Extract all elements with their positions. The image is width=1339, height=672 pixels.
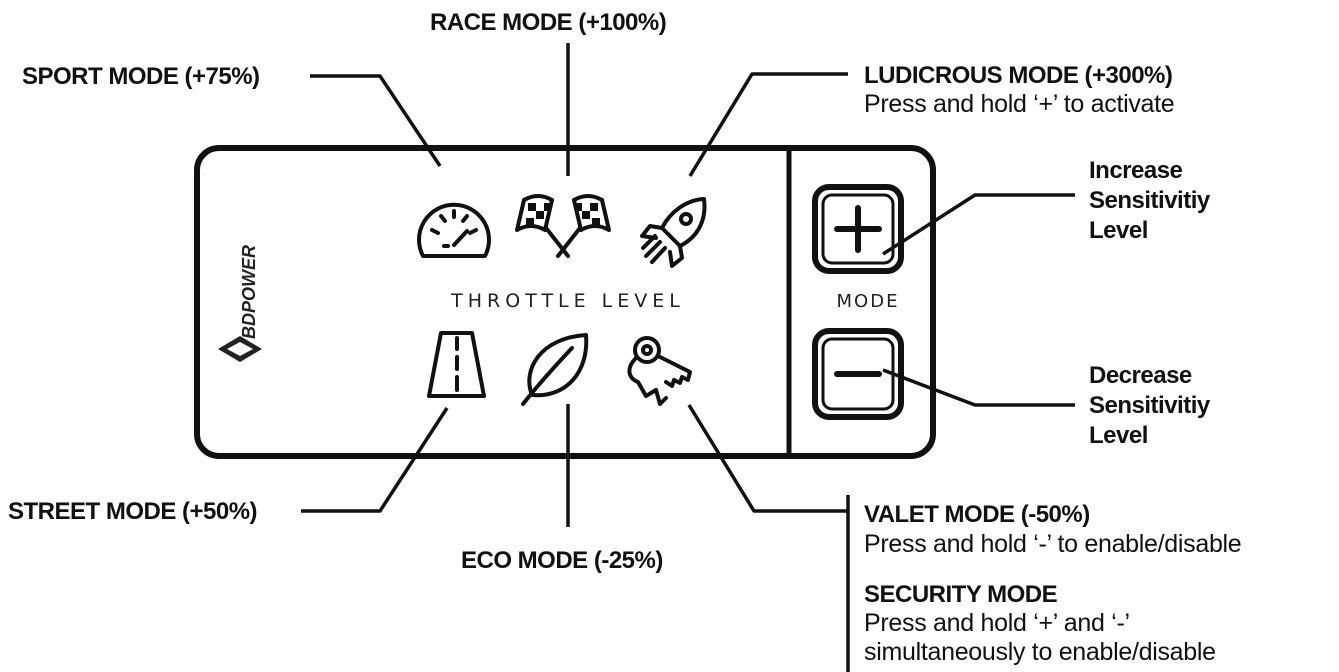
ludicrous-leader [688, 72, 848, 177]
ludicrous-mode-label: LUDICROUS MODE (+300%) [864, 62, 1173, 89]
keys-icon [627, 336, 692, 406]
road-icon [427, 331, 486, 398]
increase-leader [882, 193, 1075, 256]
sport-mode-label: SPORT MODE (+75%) [22, 63, 260, 90]
increase-sensitivity-button[interactable] [815, 187, 901, 271]
bd-power-logo [218, 336, 262, 362]
valet-leader [687, 404, 848, 513]
decrease-label-line1: Decrease [1089, 362, 1192, 389]
checkered-flags-icon [515, 194, 611, 258]
rocket-icon [640, 197, 707, 268]
leaf-icon [521, 333, 589, 406]
security-mode-note-line1: Press and hold ‘+’ and ‘-’ [864, 609, 1130, 637]
eco-mode-label: ECO MODE (-25%) [461, 547, 663, 574]
increase-label-line3: Level [1089, 217, 1148, 244]
decrease-leader [882, 368, 1075, 407]
brand-wordmark: BDPOWER [239, 245, 259, 339]
decrease-label-line2: Sensitivitiy [1089, 392, 1210, 419]
plus-button[interactable] [812, 184, 904, 274]
controller-body [194, 145, 936, 459]
mode-label: MODE [836, 291, 900, 312]
street-leader [301, 407, 449, 513]
valet-mode-note: Press and hold ‘-’ to enable/disable [864, 530, 1242, 558]
increase-label-line2: Sensitivitiy [1089, 187, 1210, 214]
leader-lines [301, 43, 1075, 672]
minus-button[interactable] [812, 328, 904, 420]
street-mode-label: STREET MODE (+50%) [8, 498, 258, 525]
speedometer-icon [417, 202, 491, 258]
race-mode-label: RACE MODE (+100%) [430, 9, 667, 36]
decrease-label-line3: Level [1089, 422, 1148, 449]
valet-mode-label: VALET MODE (-50%) [864, 501, 1090, 528]
sport-leader [310, 74, 442, 167]
throttle-level-label: THROTTLE LEVEL [451, 290, 685, 312]
security-mode-note-line2: simultaneously to enable/disable [864, 638, 1216, 666]
security-mode-label: SECURITY MODE [864, 581, 1058, 608]
increase-label-line1: Increase [1089, 157, 1183, 184]
ludicrous-mode-note: Press and hold ‘+’ to activate [864, 90, 1175, 118]
decrease-sensitivity-button[interactable] [815, 331, 901, 417]
